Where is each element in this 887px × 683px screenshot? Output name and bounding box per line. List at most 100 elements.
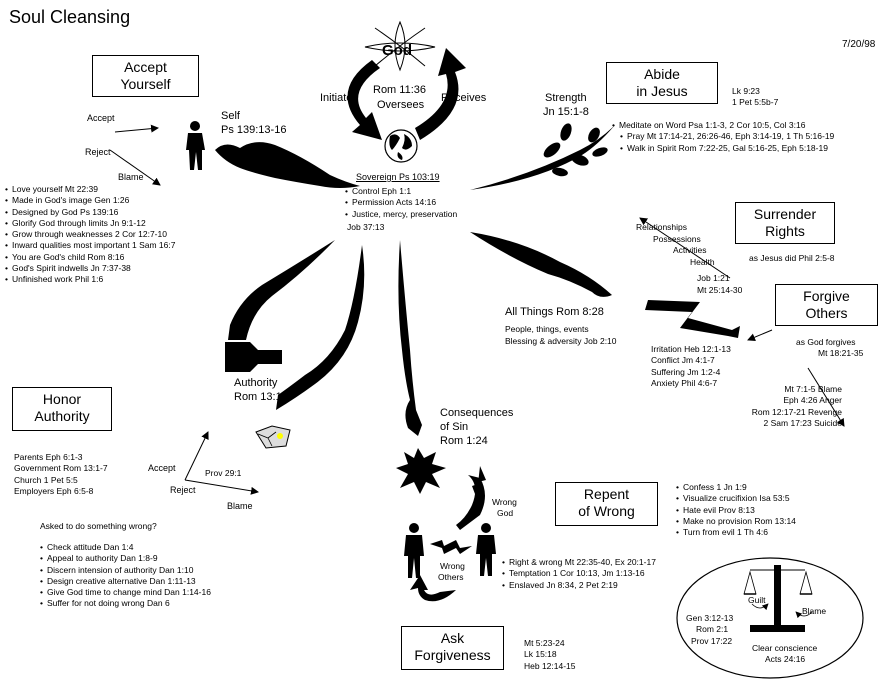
- box-line: Abide: [644, 66, 680, 82]
- list-item: Parents Eph 6:1-3: [14, 452, 83, 462]
- conscience-refs: Gen 3:12-13 Rom 2:1 Prov 17:22: [686, 613, 733, 647]
- self-label: Self: [221, 110, 240, 122]
- list-item: Appeal to authority Dan 1:8-9: [40, 553, 211, 564]
- initiates-arrow: [347, 60, 382, 140]
- box-line: in Jesus: [636, 83, 688, 99]
- authority-reject: Reject: [170, 485, 196, 495]
- list-item: Made in God's image Gen 1:26: [5, 195, 175, 206]
- authority-arm-right-icon: [276, 245, 365, 410]
- box-line: Accept: [124, 59, 167, 75]
- list-item: Justice, mercy, preservation: [345, 209, 457, 220]
- list-item: Employers Eph 6:5-8: [14, 485, 94, 496]
- accept-yourself-arrows: [109, 124, 161, 186]
- vine-branch-icon: [470, 123, 615, 190]
- list-item: Suffer for not doing wrong Dan 6: [40, 598, 211, 609]
- accept-yourself-list: Love yourself Mt 22:39 Made in God's ima…: [5, 184, 175, 286]
- consequences-ref: Rom 1:24: [440, 435, 488, 447]
- as-god-forgives: as God forgives: [796, 337, 856, 347]
- reaching-hand-icon: [470, 232, 612, 297]
- repent-list: Confess 1 Jn 1:9 Visualize crucifixion I…: [676, 482, 796, 538]
- box-line: Authority: [34, 408, 90, 424]
- receives-arrow: [415, 48, 466, 140]
- box-line: Forgive: [803, 288, 850, 304]
- list-item: Heb 12:14-15: [524, 660, 576, 671]
- forgive-others-box: Forgive Others: [775, 284, 878, 326]
- receives-label: Receives: [441, 92, 487, 104]
- ask-refs: Mt 5:23-24 Lk 15:18 Heb 12:14-15: [524, 638, 576, 672]
- honor-authority-arrows: [184, 431, 259, 495]
- conscience-scale-icon: [676, 557, 864, 679]
- surrender-arrow: [639, 217, 731, 279]
- list-item: Government Rom 13:1-7: [14, 463, 108, 474]
- abide-in-jesus-box: Abide in Jesus: [606, 62, 718, 104]
- right-relationships: Relationships: [636, 222, 688, 232]
- box-line: Yourself: [120, 76, 171, 92]
- list-item: Rom 2:1: [696, 624, 729, 635]
- list-item: Inward qualities most important 1 Sam 16…: [5, 240, 175, 251]
- list-item: Rom 12:17-21 Revenge: [751, 406, 842, 417]
- list-item: Love yourself Mt 22:39: [5, 184, 175, 195]
- list-item: Meditate on Word Psa 1:1-3, 2 Cor 10:5, …: [612, 120, 834, 131]
- earth-globe-icon: [384, 129, 418, 163]
- list-item: Eph 4:26 Anger: [783, 395, 842, 406]
- list-item: Enslaved Jn 8:34, 2 Pet 2:19: [502, 580, 656, 591]
- box-line: Repent: [583, 486, 630, 502]
- list-item: Designed by God Ps 139:16: [5, 207, 175, 218]
- box-line: Ask: [440, 630, 465, 646]
- list-item: Make no provision Rom 13:14: [676, 516, 796, 527]
- blame-list: Mt 7:1-5 Blame Eph 4:26 Anger Rom 12:17-…: [718, 384, 842, 429]
- page-title: Soul Cleansing: [9, 7, 131, 27]
- as-god-forgives-ref: Mt 18:21-35: [818, 348, 864, 358]
- oversees-label: Oversees: [377, 99, 425, 111]
- box-line: Others: [805, 305, 848, 321]
- right-possessions: Possessions: [653, 234, 701, 244]
- explosion-icon: [396, 448, 446, 494]
- accept-yourself-box: Accept Yourself: [92, 55, 199, 97]
- list-item: Conflict Jm 4:1-7: [651, 355, 715, 366]
- right-activities: Activities: [673, 245, 707, 255]
- date: 7/20/98: [842, 39, 876, 50]
- list-item: Design creative alternative Dan 1:11-13: [40, 576, 211, 587]
- guilt-label: Guilt: [748, 595, 766, 605]
- strength-label: Strength: [545, 92, 587, 104]
- list-item: Lk 15:18: [524, 649, 557, 660]
- list-item: Anxiety Phil 4:6-7: [651, 377, 718, 388]
- list-item: Temptation 1 Cor 10:13, Jm 1:13-16: [502, 568, 656, 579]
- list-item: Prov 17:22: [691, 635, 733, 646]
- abide-ref-1: Lk 9:23: [732, 86, 760, 96]
- list-item: Gen 3:12-13: [686, 613, 734, 623]
- authority-blame: Blame: [227, 501, 253, 511]
- list-item: Discern intension of authority Dan 1:10: [40, 565, 211, 576]
- reject-label: Reject: [85, 147, 111, 157]
- all-things-item-1: People, things, events: [505, 324, 589, 334]
- list-item: Mt 5:23-24: [524, 638, 565, 648]
- sovereign-list: Control Eph 1:1 Permission Acts 14:16 Ju…: [345, 186, 457, 220]
- clear-conscience: Clear conscience: [752, 643, 818, 653]
- repent-of-wrong-box: Repent of Wrong: [555, 482, 658, 526]
- gavel-icon: [225, 342, 282, 372]
- list-item: Control Eph 1:1: [345, 186, 457, 197]
- list-item: Pray Mt 17:14-21, 26:26-46, Eph 3:14-19,…: [620, 131, 834, 142]
- initiates-label: Initiates: [320, 92, 358, 104]
- list-item: You are God's child Rom 8:16: [5, 252, 175, 263]
- list-item: Give God time to change mind Dan 1:14-16: [40, 587, 211, 598]
- authority-arm-icon: [228, 240, 335, 340]
- wrong-god-bolt: [472, 466, 486, 502]
- all-things-label: All Things Rom 8:28: [505, 306, 604, 318]
- surrender-ref-1: Job 1:21: [697, 273, 730, 283]
- box-line: Forgiveness: [414, 647, 491, 663]
- abide-ref-2: 1 Pet 5:5b-7: [732, 97, 779, 107]
- authority-accept: Accept: [148, 463, 176, 473]
- box-line: Honor: [42, 391, 82, 407]
- person-left-icon: [404, 523, 424, 578]
- blame-label: Blame: [118, 172, 144, 182]
- wrong-god-label-1: Wrong: [492, 497, 517, 507]
- pointing-hand-icon: [398, 240, 422, 436]
- list-item: Right & wrong Mt 22:35-40, Ex 20:1-17: [502, 557, 656, 568]
- wrong-others-curve-arrow: [410, 575, 456, 602]
- jewel-icon: [255, 425, 291, 449]
- list-item: Irritation Heb 12:1-13: [651, 344, 731, 354]
- conscience-blame-label: Blame: [802, 606, 827, 616]
